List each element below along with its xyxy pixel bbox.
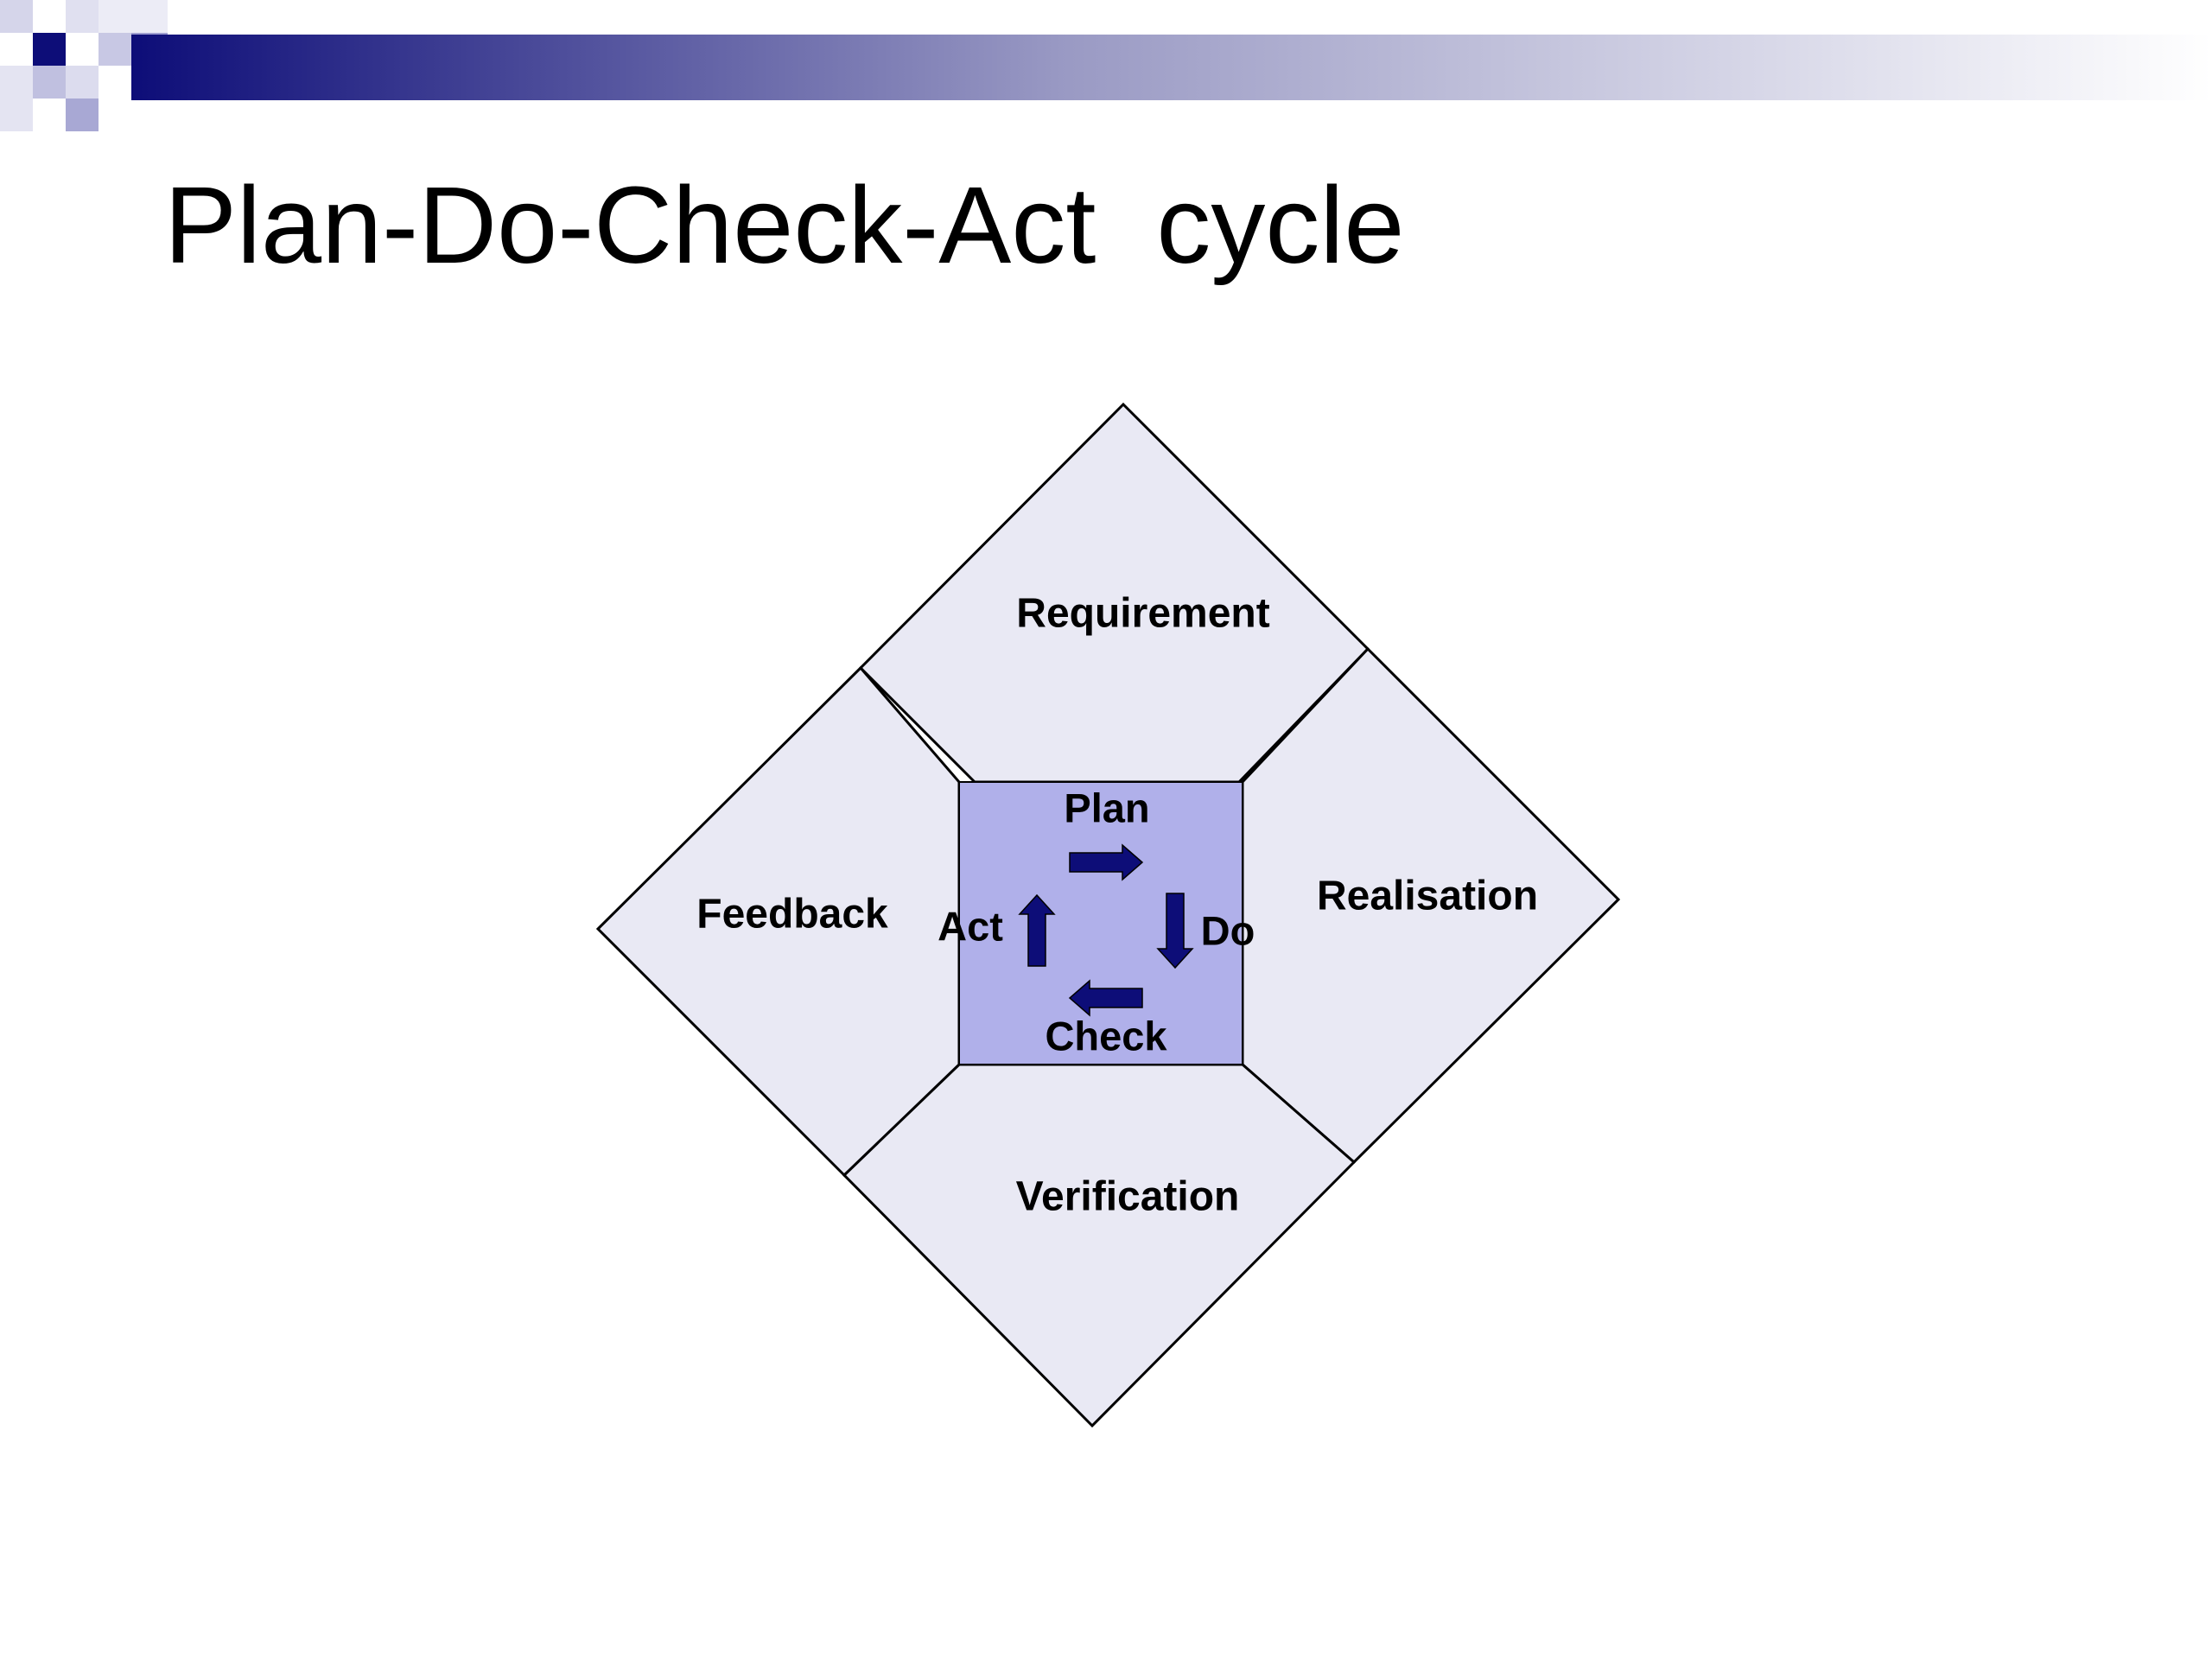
section-verification (842, 1063, 1357, 1428)
label-check: Check (1045, 1013, 1167, 1058)
header-gradient-bar (131, 35, 2212, 100)
inner-cycle-box (958, 781, 1243, 1065)
header-square (66, 0, 99, 33)
arrow-up-icon (1018, 893, 1056, 967)
header-square (0, 66, 33, 131)
arrow-down-icon (1156, 893, 1194, 969)
label-plan: Plan (1064, 785, 1149, 830)
slide-title: Plan-Do-Check-Act cycle (164, 164, 1405, 286)
arrow-right-icon (1069, 843, 1144, 881)
header-square (99, 0, 168, 33)
header-decoration (0, 0, 2212, 138)
label-requirement: Requirement (1016, 591, 1269, 637)
header-square (33, 33, 66, 66)
header-square (66, 99, 99, 131)
label-realisation: Realisation (1317, 874, 1538, 919)
label-verification: Verification (1016, 1174, 1240, 1220)
header-square (0, 0, 33, 33)
header-square (99, 33, 131, 66)
header-square (33, 66, 66, 99)
section-feedback (595, 665, 961, 1178)
label-feedback: Feedback (696, 892, 888, 938)
label-act: Act (938, 903, 1003, 949)
label-do: Do (1201, 907, 1255, 953)
arrow-left-icon (1068, 979, 1143, 1017)
header-square (66, 66, 99, 99)
